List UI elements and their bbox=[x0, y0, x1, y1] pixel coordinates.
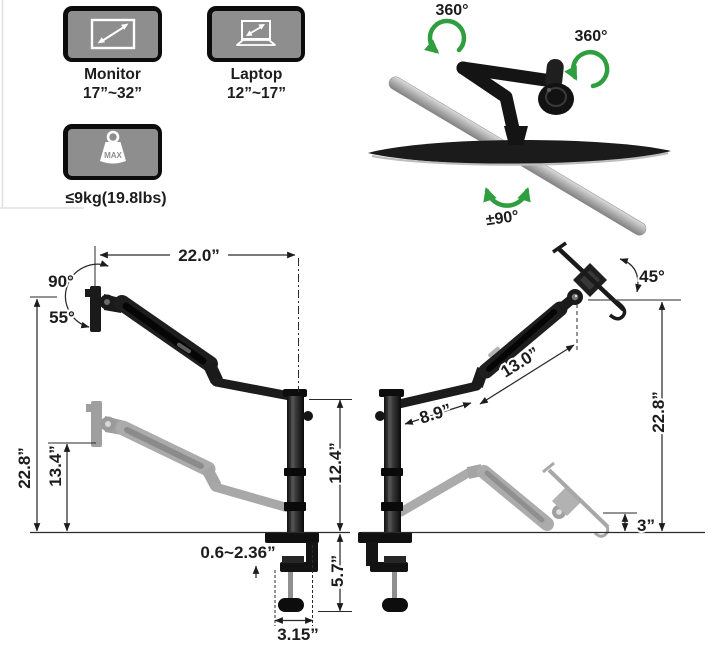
max-weight-icon: MAX bbox=[63, 124, 162, 180]
rotate-90-label: ±90° bbox=[485, 208, 520, 229]
laptop-arm-raised bbox=[394, 241, 627, 409]
swivel-vesa-label: 360° bbox=[574, 28, 607, 45]
dim-lower-arm: 8.9” bbox=[417, 400, 453, 428]
dim-desk-thickness: 0.6~2.36” bbox=[200, 543, 275, 562]
monitor-arm-lowered bbox=[86, 401, 297, 514]
rotate-ccw-arrow-icon bbox=[423, 18, 467, 54]
dim-min-height: 13.4” bbox=[46, 445, 65, 487]
left-side-diagram: 22.0” 90° 55° 22.8” 13.4” 12.4” 5.7” 0.6… bbox=[13, 244, 352, 646]
rotate-vesa-arrow-icon bbox=[564, 50, 610, 89]
monitor-arm-raised bbox=[85, 286, 300, 402]
arm-link-upper bbox=[456, 61, 552, 87]
left-desk-clamp bbox=[265, 532, 319, 612]
monitor-top-view bbox=[368, 139, 671, 165]
monitor-size-range: 17”~32” bbox=[82, 85, 143, 102]
weight-icon: MAX bbox=[99, 130, 126, 164]
dim-tilt-down: 55° bbox=[49, 308, 75, 327]
tilt-arc bbox=[64, 260, 109, 329]
laptop-diagonal-icon bbox=[236, 20, 276, 46]
dim-tilt-up: 90° bbox=[48, 272, 74, 291]
monitor-size-label: Monitor bbox=[84, 66, 141, 83]
laptop-size-range: 12”~17” bbox=[226, 85, 287, 102]
tilt-45-arc bbox=[619, 258, 642, 293]
rotate-90-arrow-icon bbox=[483, 187, 531, 208]
dim-max-height: 22.8” bbox=[15, 447, 34, 489]
right-desk-clamp bbox=[358, 532, 412, 612]
laptop-size-label: Laptop bbox=[230, 66, 283, 83]
right-side-diagram: 45° 13.0” 8.9” 22.8” 3” bbox=[358, 241, 705, 612]
right-pole bbox=[375, 389, 404, 534]
monitor-size-icon bbox=[63, 6, 162, 62]
swivel-top-label: 360° bbox=[435, 2, 468, 19]
dim-max-height-right: 22.8” bbox=[649, 391, 668, 433]
page-edge-lines bbox=[0, 0, 84, 209]
laptop-size-icon bbox=[207, 6, 305, 62]
weight-max-text: MAX bbox=[104, 151, 122, 160]
dim-min-height-right: 3” bbox=[637, 516, 655, 535]
monitor-silver-edge bbox=[371, 151, 669, 166]
monitor-diagonal-icon bbox=[90, 18, 135, 50]
dim-tilt-45: 45° bbox=[639, 267, 665, 286]
left-pole bbox=[283, 389, 313, 534]
weight-limit-label: ≤9kg(19.8lbs) bbox=[65, 190, 167, 207]
vesa-pin bbox=[545, 59, 564, 90]
vesa-disc bbox=[538, 83, 574, 115]
dim-pole-height: 12.4” bbox=[326, 442, 345, 484]
dim-arm-reach: 22.0” bbox=[178, 246, 220, 265]
dim-clamp-depth: 5.7” bbox=[328, 555, 347, 587]
laptop-arm-lowered bbox=[396, 461, 610, 538]
dim-clamp-width: 3.15” bbox=[277, 625, 319, 644]
rotation-illustration: 360° 360° ±90° bbox=[368, 2, 671, 236]
arm-link-lower bbox=[456, 61, 521, 140]
